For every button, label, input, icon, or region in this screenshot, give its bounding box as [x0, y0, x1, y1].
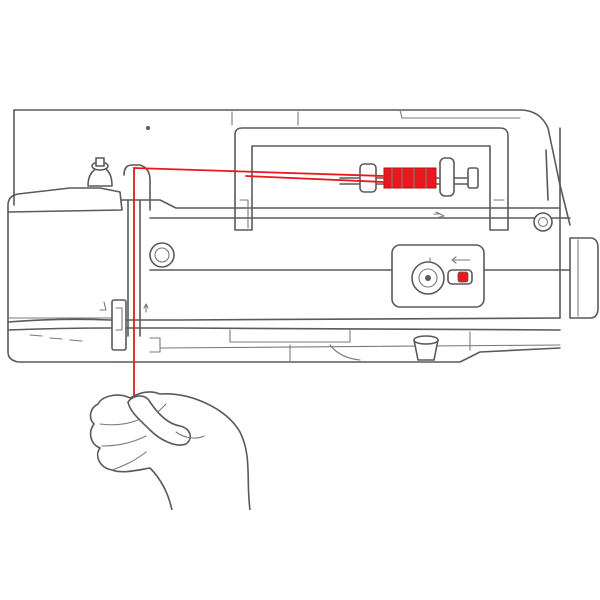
thread-path	[133, 167, 385, 403]
spool-icon	[339, 157, 479, 219]
spool-pin-frame	[234, 127, 509, 231]
machine-body	[7, 109, 599, 363]
bobbin-winder-icon	[149, 212, 553, 361]
hand-icon	[89, 391, 251, 511]
thread-guide-icon	[87, 157, 161, 353]
